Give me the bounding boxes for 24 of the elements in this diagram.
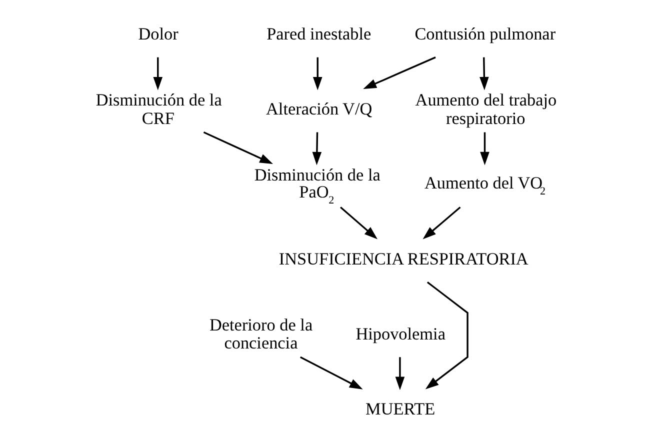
node-text: Dolor <box>138 24 178 44</box>
node-text: Deterioro de la conciencia <box>208 315 312 353</box>
arrow <box>300 356 362 390</box>
arrow <box>480 132 489 166</box>
node-text: Pared inestable <box>266 24 371 44</box>
arrow <box>202 131 273 164</box>
arrow <box>312 132 322 166</box>
node-text: INSUFICIENCIA RESPIRATORIA <box>278 250 528 269</box>
node-text: Disminución de la PaO$_{2}$ <box>254 165 380 207</box>
node-text: Contusión pulmonar <box>414 24 556 44</box>
arrow <box>340 206 378 240</box>
arrow <box>424 282 468 390</box>
node-text: Aumento del trabajo respiratorio <box>414 90 556 128</box>
arrow <box>422 206 460 240</box>
node-text: Alteración V/Q <box>266 100 372 119</box>
arrow <box>362 56 436 89</box>
node-text: Aumento del VO$_{2}$ <box>424 173 546 198</box>
node-text: MUERTE <box>365 399 435 418</box>
arrow <box>152 57 162 90</box>
node-text: Disminución de la CRF <box>95 90 222 128</box>
arrow <box>394 357 404 390</box>
node-text: Hipovolemia <box>355 324 445 344</box>
arrow <box>479 57 488 90</box>
arrow <box>312 57 322 90</box>
